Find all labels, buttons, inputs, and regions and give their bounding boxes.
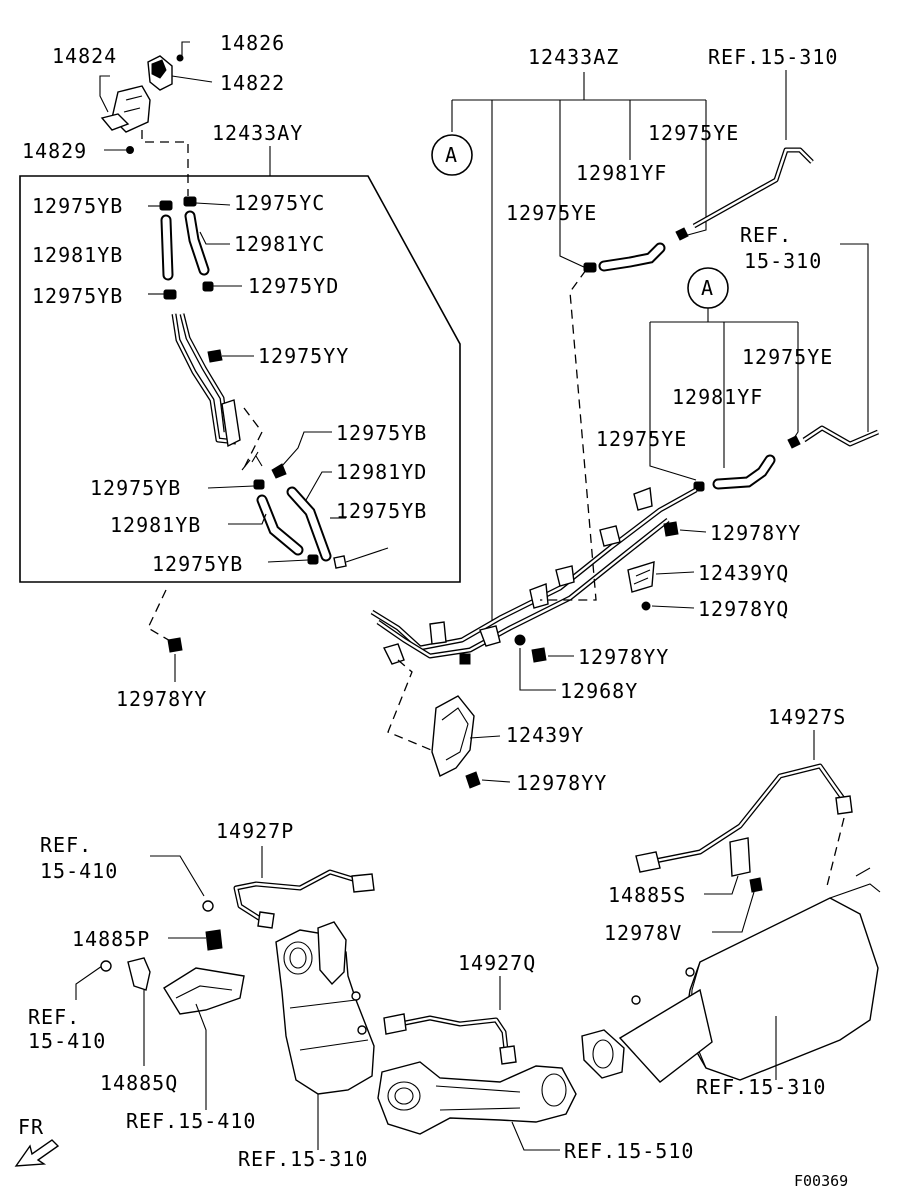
label-12981yb-1: 12981YB: [32, 243, 123, 267]
callout-a-1-text: A: [445, 143, 458, 167]
bracket-ref-15-410: [163, 967, 245, 1015]
label-12981yf-2: 12981YF: [672, 385, 763, 409]
inset-box-12433ay: [19, 175, 461, 583]
label-ref-a-1: REF.: [40, 833, 92, 857]
label-ref-15-310-c: REF.15-310: [696, 1075, 826, 1099]
callout-a-2-text: A: [701, 276, 714, 300]
label-12433az: 12433AZ: [528, 45, 619, 69]
label-12981yb-2: 12981YB: [110, 513, 201, 537]
label-12433ay: 12433AY: [212, 121, 303, 145]
label-ref-15-310-d: REF.15-310: [238, 1147, 368, 1171]
sensor-14927p: [233, 869, 375, 929]
label-ref-b2-1: REF.: [28, 1005, 80, 1029]
label-12975yb-2: 12975YB: [32, 284, 123, 308]
label-ref-b-2: 15-310: [744, 249, 822, 273]
label-14927q: 14927Q: [458, 951, 536, 975]
label-14927p: 14927P: [216, 819, 294, 843]
muffler-ref-15-310: [581, 867, 881, 1083]
label-12975ye-3: 12975YE: [742, 345, 833, 369]
label-ref-a-2: 15-410: [40, 859, 118, 883]
label-12975yb-1: 12975YB: [32, 194, 123, 218]
label-12978yy-2: 12978YY: [710, 521, 801, 545]
label-12975yc: 12975YC: [234, 191, 325, 215]
sensor-14927s: [635, 763, 853, 873]
front-pipe-ref-15-510: [377, 1061, 577, 1135]
label-12978yy-3: 12978YY: [578, 645, 669, 669]
label-14826: 14826: [220, 31, 285, 55]
label-12975ye-4: 12975YE: [596, 427, 687, 451]
label-ref-b2-2: 15-410: [28, 1029, 106, 1053]
main-pipe-assembly: [370, 487, 698, 665]
label-14822: 14822: [220, 71, 285, 95]
label-ref-15-510: REF.15-510: [564, 1139, 694, 1163]
label-14885q: 14885Q: [100, 1071, 178, 1095]
hose-12981yf-lower: [693, 425, 879, 492]
label-fr: FR: [18, 1115, 44, 1139]
label-12439yq: 12439YQ: [698, 561, 789, 585]
label-12975yb-3: 12975YB: [336, 421, 427, 445]
label-12975yb-6: 12975YB: [152, 552, 243, 576]
label-14927s: 14927S: [768, 705, 846, 729]
label-12978v: 12978V: [604, 921, 682, 945]
heat-shield-12439y: [431, 695, 475, 777]
label-12981yf-1: 12981YF: [576, 161, 667, 185]
label-12975yb-5: 12975YB: [336, 499, 427, 523]
label-12978yy-1: 12978YY: [116, 687, 207, 711]
sensor-14927q: [383, 1013, 517, 1065]
label-ref-15-310-a: REF.15-310: [708, 45, 838, 69]
label-ref-15-410-c: REF.15-410: [126, 1109, 256, 1133]
label-12981yc: 12981YC: [234, 232, 325, 256]
hose-12981yf-upper: [583, 147, 814, 273]
label-12978yy-4: 12978YY: [516, 771, 607, 795]
label-12968y: 12968Y: [560, 679, 638, 703]
label-12975yd: 12975YD: [248, 274, 339, 298]
label-12975yy: 12975YY: [258, 344, 349, 368]
label-12978yq: 12978YQ: [698, 597, 789, 621]
label-14885s: 14885S: [608, 883, 686, 907]
figure-code: F00369: [794, 1172, 848, 1187]
label-14829: 14829: [22, 139, 87, 163]
label-12439y: 12439Y: [506, 723, 584, 747]
label-12975yb-4: 12975YB: [90, 476, 181, 500]
label-ref-b-1: REF.: [740, 223, 792, 247]
label-12975ye-1: 12975YE: [648, 121, 739, 145]
label-12981yd: 12981YD: [336, 460, 427, 484]
label-14885p: 14885P: [72, 927, 150, 951]
label-14824: 14824: [52, 44, 117, 68]
solenoid-valve-assembly: [100, 54, 184, 154]
label-12975ye-2: 12975YE: [506, 201, 597, 225]
callout-a-1: [431, 134, 473, 176]
catalytic-converter: [275, 921, 375, 1095]
inset-hoses: [159, 196, 347, 569]
front-direction-arrow-icon: [14, 1139, 60, 1167]
